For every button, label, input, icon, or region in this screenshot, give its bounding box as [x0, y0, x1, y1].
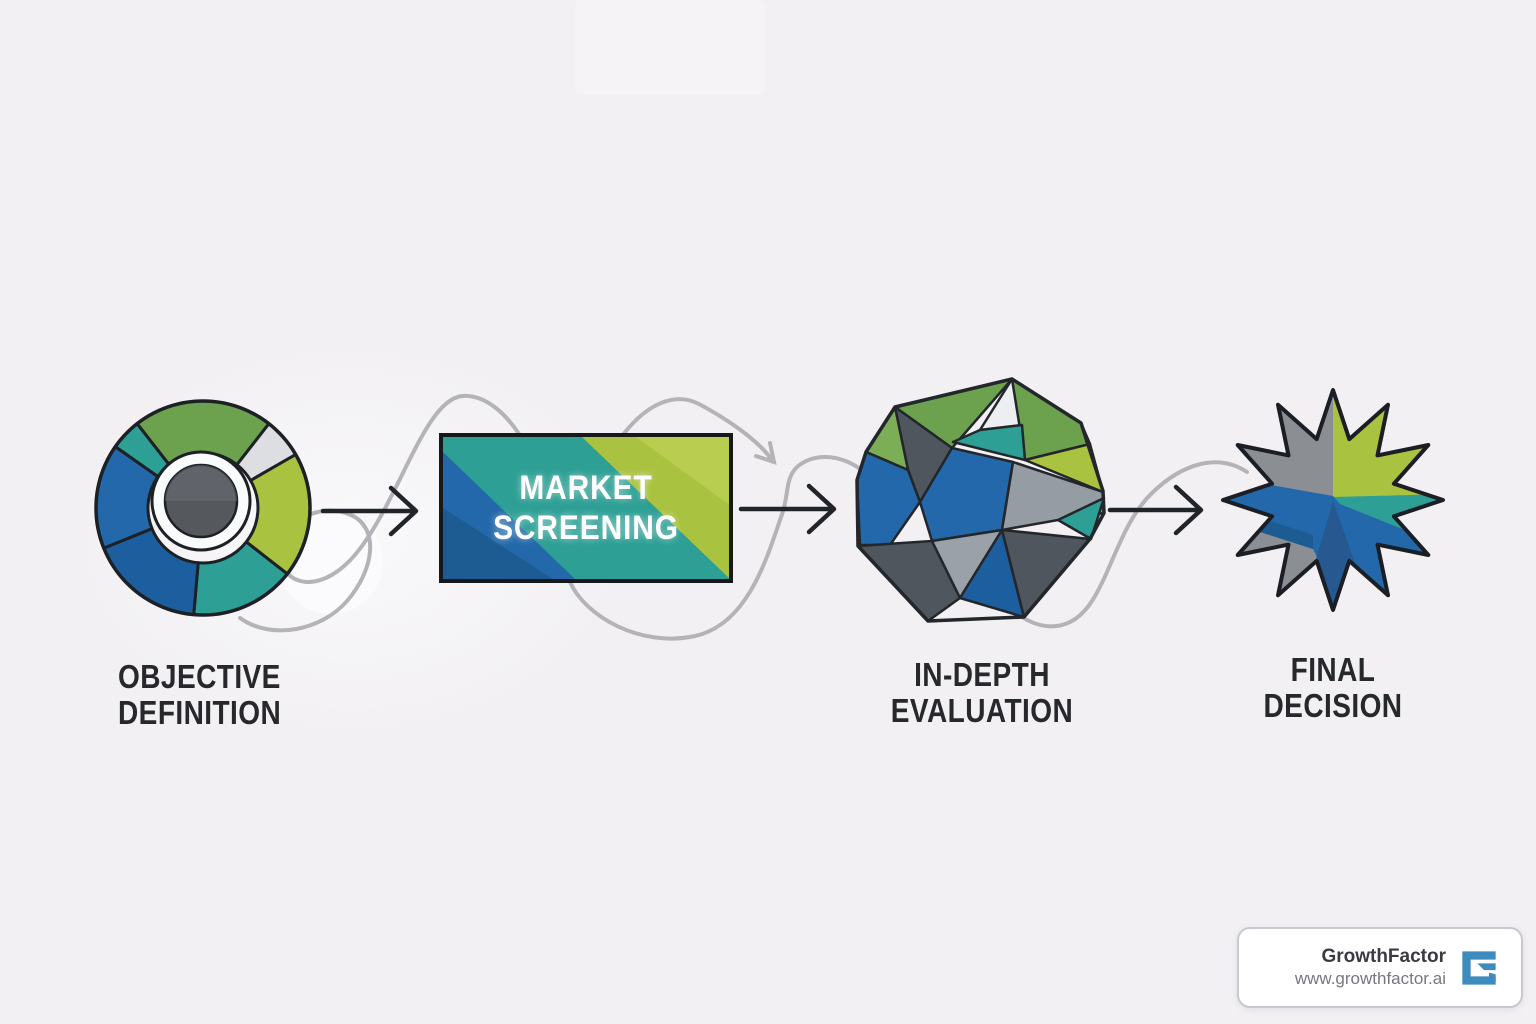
watermark-text: GrowthFactor www.growthfactor.ai [1295, 947, 1446, 988]
final-decision-line1: FINAL [1290, 651, 1376, 688]
arrow-1-head [388, 485, 419, 537]
squiggle-2-arrowhead [754, 441, 777, 465]
squiggle-connectors [238, 393, 1249, 641]
polyhedron-outline [855, 377, 1106, 623]
watermark-card: GrowthFactor www.growthfactor.ai [1237, 927, 1523, 1008]
in-depth-evaluation-line2: EVALUATION [890, 692, 1074, 729]
squiggle-3 [568, 455, 865, 641]
objective-definition-line1: OBJECTIVE [118, 658, 281, 695]
starburst-icon [1221, 388, 1445, 612]
background-light-patch [575, 0, 765, 95]
g-logo-icon [1462, 950, 1496, 985]
arrow-2-head [806, 483, 837, 535]
objective-definition-line2: DEFINITION [118, 694, 282, 731]
arrow-3-head [1173, 484, 1204, 536]
rect-navy-wedge [443, 508, 554, 580]
gradient-rectangle-icon [439, 433, 733, 583]
in-depth-evaluation-label: IN-DEPTH EVALUATION [876, 657, 1089, 729]
aperture-hub-highlight [165, 465, 237, 501]
squiggle-4 [1010, 460, 1249, 629]
market-screening-label: MARKET SCREENING [458, 435, 713, 581]
face-teal-right [1056, 496, 1106, 541]
objective-definition-label: OBJECTIVE DEFINITION [118, 659, 281, 731]
watermark-url: www.growthfactor.ai [1294, 969, 1446, 988]
in-depth-evaluation-line1: IN-DEPTH [914, 656, 1050, 693]
final-decision-line2: DECISION [1263, 687, 1403, 724]
g-logo-arm [1477, 962, 1496, 970]
market-screening-line1: MARKET [519, 469, 653, 507]
squiggle-2 [620, 397, 774, 462]
watermark-brand: GrowthFactor [1321, 946, 1446, 967]
g-logo-frame [1462, 950, 1496, 985]
rect-lime-light-wedge [636, 437, 731, 506]
rect-border [439, 433, 733, 583]
g-logo-stub [1489, 972, 1496, 981]
flow-arrows [320, 483, 1204, 537]
final-decision-label: FINAL DECISION [1248, 652, 1418, 724]
polyhedron-icon [855, 377, 1106, 623]
star-lime-quadrant [1333, 390, 1443, 500]
star-outline [1221, 388, 1445, 612]
aperture-outline [94, 399, 312, 617]
market-screening-line2: SCREENING [493, 509, 679, 547]
aperture-circle-icon [94, 399, 312, 617]
